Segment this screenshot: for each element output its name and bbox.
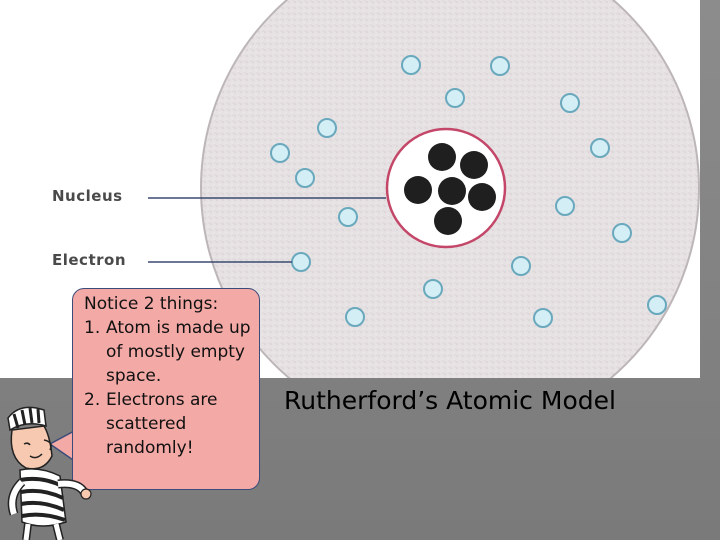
electron <box>401 55 421 75</box>
electron <box>555 196 575 216</box>
prisoner-mascot-illustration <box>7 406 92 540</box>
nucleus-particle <box>434 207 462 235</box>
electron <box>612 223 632 243</box>
electron <box>317 118 337 138</box>
electron <box>511 256 531 276</box>
electrons <box>270 55 667 328</box>
electron <box>445 88 465 108</box>
callout-item: 1. Atom is made up of mostly empty space… <box>84 316 253 388</box>
electron <box>423 279 443 299</box>
nucleus-particles <box>404 143 496 235</box>
electron <box>291 252 311 272</box>
electron <box>647 295 667 315</box>
callout-bubble: Notice 2 things: 1. Atom is made up of m… <box>72 288 260 490</box>
nucleus-particle <box>460 151 488 179</box>
electron <box>490 56 510 76</box>
callout-title: Notice 2 things: <box>84 294 219 314</box>
nucleus-particle <box>468 183 496 211</box>
callout-item-number: 2. <box>84 390 101 410</box>
electron <box>590 138 610 158</box>
atom-diagram <box>148 0 700 378</box>
nucleus-particle <box>438 177 466 205</box>
nucleus-particle <box>404 176 432 204</box>
callout-item-number: 1. <box>84 318 101 338</box>
nucleus-label: Nucleus <box>52 187 123 205</box>
electron <box>345 307 365 327</box>
electron-label: Electron <box>52 251 127 269</box>
electron <box>295 168 315 188</box>
electron <box>338 207 358 227</box>
electron <box>560 93 580 113</box>
slide-caption: Rutherford’s Atomic Model <box>284 386 616 415</box>
electron <box>270 143 290 163</box>
callout-item-text: Electrons are scattered randomly! <box>106 390 218 458</box>
electron <box>533 308 553 328</box>
callout-item-text: Atom is made up of mostly empty space. <box>106 318 251 386</box>
nucleus-particle <box>428 143 456 171</box>
callout-item: 2. Electrons are scattered randomly! <box>84 388 253 460</box>
callout-list: 1. Atom is made up of mostly empty space… <box>84 316 253 460</box>
